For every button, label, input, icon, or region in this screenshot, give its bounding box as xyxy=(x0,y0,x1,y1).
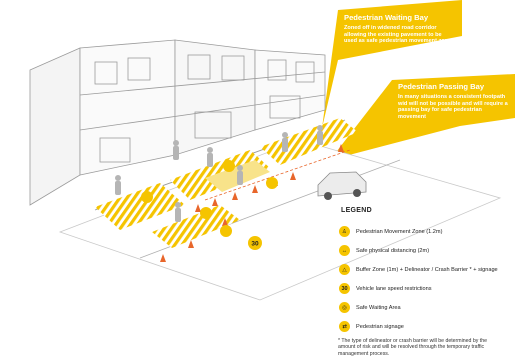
legend-item-label: Vehicle lane speed restrictions xyxy=(356,285,432,292)
walking-person-icon: ♙ xyxy=(339,226,350,237)
waiting-bay-title: Pedestrian Waiting Bay xyxy=(344,13,429,22)
legend-item: 30 Vehicle lane speed restrictions xyxy=(338,279,510,298)
waiting-bay-callout: Pedestrian Waiting Bay Zoned off in wide… xyxy=(344,13,456,45)
speed-limit-badge xyxy=(248,236,262,250)
pedestrian-signage-badge xyxy=(223,160,235,172)
legend-item-label: Pedestrian signage xyxy=(356,323,404,330)
legend-item-label: Buffer Zone (1m) + Delineator / Crash Ba… xyxy=(356,266,498,273)
pedestrian-zone-badge xyxy=(141,191,153,203)
legend-item: △ Buffer Zone (1m) + Delineator / Crash … xyxy=(338,260,510,279)
legend-title: LEGEND xyxy=(341,207,372,214)
legend-item: ⇄ Pedestrian signage xyxy=(338,317,510,336)
distancing-icon: ↔ xyxy=(339,245,350,256)
legend-item: ♙ Pedestrian Movement Zone (1.2m) xyxy=(338,222,510,241)
legend-footnote: * The type of delineator or crash barrie… xyxy=(338,338,487,357)
waiting-area-icon: ◎ xyxy=(339,302,350,313)
waiting-bay-callout-beam xyxy=(322,0,462,128)
passing-bay-callout: Pedestrian Passing Bay In many situation… xyxy=(398,82,510,120)
pedestrian-zones xyxy=(95,118,358,248)
buffer-zone-line xyxy=(204,149,351,201)
passing-bay-callout-beam xyxy=(330,74,515,160)
car xyxy=(317,171,367,200)
passing-bay-text: In many situations a consistent footpath… xyxy=(398,94,508,120)
buffer-zone-badge xyxy=(220,225,232,237)
speed-limit-icon: 30 xyxy=(339,283,350,294)
legend-item: ◎ Safe Waiting Area xyxy=(338,298,510,317)
legend-item-label: Safe physical distancing (2m) xyxy=(356,247,430,254)
pedestrians xyxy=(115,125,323,222)
warning-triangle-icon: △ xyxy=(339,264,350,275)
map-badges: 30 xyxy=(141,160,278,250)
speed-limit-badge-text: 30 xyxy=(251,241,259,248)
waiting-bay-text: Zoned off in widened road corridor allow… xyxy=(344,25,452,45)
legend-item: ↔ Safe physical distancing (2m) xyxy=(338,241,510,260)
legend-item-label: Safe Waiting Area xyxy=(356,304,401,311)
legend-item-label: Pedestrian Movement Zone (1.2m) xyxy=(356,228,443,235)
passing-bay-title: Pedestrian Passing Bay xyxy=(398,82,485,91)
waiting-area-badge xyxy=(266,177,278,189)
distancing-badge xyxy=(200,207,212,219)
buildings xyxy=(29,39,326,206)
pedestrian-sign-icon: ⇄ xyxy=(339,321,350,332)
legend: LEGEND ♙ Pedestrian Movement Zone (1.2m)… xyxy=(338,207,510,357)
